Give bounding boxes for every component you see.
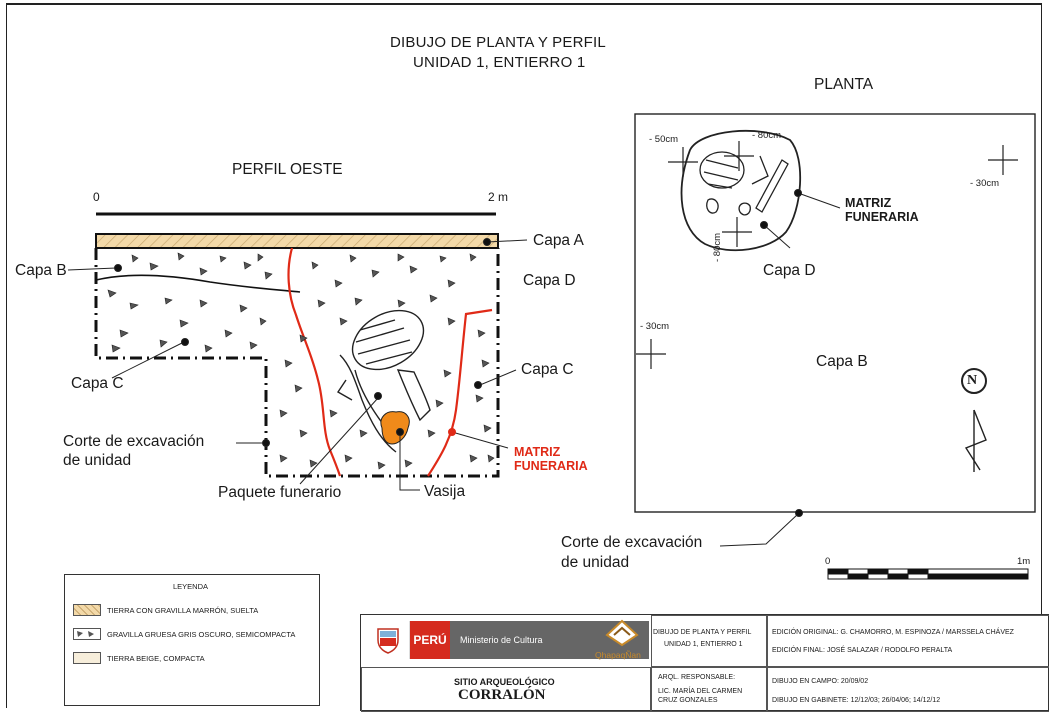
excavation-cut-outline xyxy=(94,248,500,478)
arql-line1: ARQL. RESPONSABLE: xyxy=(658,674,736,681)
dibujo-line2: UNIDAD 1, ENTIERRO 1 xyxy=(664,641,743,648)
depth-label-5: - 30cm xyxy=(640,321,670,332)
sitio-name: CORRALÓN xyxy=(458,687,546,703)
planta-scale-start: 0 xyxy=(825,556,831,567)
matriz-line-left xyxy=(287,247,342,477)
funerary-bundle xyxy=(337,309,431,453)
label-capa-c-right: Capa C xyxy=(521,361,574,378)
edicion-original: EDICIÓN ORIGINAL: G. CHAMORRO, M. ESPINO… xyxy=(772,629,1014,636)
peru-wordmark: PERÚ xyxy=(410,621,450,659)
title-block: PERÚ Ministerio de Cultura QhapaqÑan SIT… xyxy=(360,614,1049,712)
planta-unit-square xyxy=(634,113,1036,513)
qhapaq-logo: QhapaqÑan xyxy=(595,617,649,663)
depth-label-1: - 50cm xyxy=(649,134,679,145)
perfil-scale-end: 2 m xyxy=(488,190,509,204)
north-arrow xyxy=(961,368,987,472)
perfil-scale-start: 0 xyxy=(93,190,100,204)
perfil-leaders xyxy=(67,238,528,491)
planta-leaders xyxy=(719,189,841,547)
label-capa-a: Capa A xyxy=(533,232,584,249)
legend-swatch-3 xyxy=(73,652,101,664)
drawing-title-line1: DIBUJO DE PLANTA Y PERFIL xyxy=(390,34,606,51)
label-corte-perfil-1: Corte de excavación xyxy=(63,433,205,450)
label-vasija: Vasija xyxy=(424,483,466,500)
north-letter: N xyxy=(967,373,978,388)
legend-swatch-1 xyxy=(73,604,101,616)
capa-a-layer xyxy=(95,233,499,249)
legend-box: LEYENDA TIERRA CON GRAVILLA MARRÓN, SUEL… xyxy=(64,574,320,706)
arql-line3: CRUZ GONZALES xyxy=(658,697,718,704)
label-capa-d-planta: Capa D xyxy=(763,262,816,279)
legend-item-2: GRAVILLA GRUESA GRIS OSCURO, SEMICOMPACT… xyxy=(73,627,295,641)
sitio-label: SITIO ARQUEOLÓGICO xyxy=(454,677,555,687)
label-matriz-planta-1: MATRIZ xyxy=(845,196,892,210)
vasija-vessel xyxy=(380,411,410,445)
dibujo-gabinete: DIBUJO EN GABINETE: 12/12/03; 26/04/06; … xyxy=(772,697,941,704)
label-corte-perfil-2: de unidad xyxy=(63,452,132,469)
legend-label-2: GRAVILLA GRUESA GRIS OSCURO, SEMICOMPACT… xyxy=(107,629,296,639)
label-paquete: Paquete funerario xyxy=(218,484,342,501)
drawing-title-line2: UNIDAD 1, ENTIERRO 1 xyxy=(413,54,586,71)
label-matriz-planta-2: FUNERARIA xyxy=(845,210,919,224)
depth-label-4: - 80cm xyxy=(712,232,723,262)
planta-burial-pit xyxy=(680,129,802,252)
label-matriz-perfil-2: FUNERARIA xyxy=(514,459,588,473)
matriz-line-right xyxy=(427,308,493,477)
edicion-cell: EDICIÓN ORIGINAL: G. CHAMORRO, M. ESPINO… xyxy=(767,615,1049,667)
planta-datum-crosses xyxy=(636,141,1018,369)
legend-item-3: TIERRA BEIGE, COMPACTA xyxy=(73,651,205,665)
label-corte-planta-1: Corte de excavación xyxy=(561,534,703,551)
peru-shield-icon xyxy=(367,621,410,659)
drawing-frame xyxy=(6,3,1042,708)
dibujo-cell: DIBUJO DE PLANTA Y PERFIL UNIDAD 1, ENTI… xyxy=(651,615,767,667)
arql-cell: ARQL. RESPONSABLE: LIC. MARÍA DEL CARMEN… xyxy=(651,667,767,712)
label-capa-b-planta: Capa B xyxy=(816,353,868,370)
qhapaq-wordmark: QhapaqÑan xyxy=(595,650,641,660)
dibujo-line1: DIBUJO DE PLANTA Y PERFIL xyxy=(653,629,752,636)
label-capa-d: Capa D xyxy=(523,272,576,289)
legend-item-1: TIERRA CON GRAVILLA MARRÓN, SUELTA xyxy=(73,603,258,617)
label-matriz-perfil-1: MATRIZ xyxy=(514,445,561,459)
depth-label-2: - 80cm xyxy=(752,130,782,141)
dibujo-campo: DIBUJO EN CAMPO: 20/09/02 xyxy=(772,678,869,685)
sitio-cell: SITIO ARQUEOLÓGICO CORRALÓN xyxy=(361,667,651,712)
capa-b-boundary xyxy=(95,274,301,293)
planta-scale-end: 1m xyxy=(1017,556,1031,567)
planta-heading: PLANTA xyxy=(814,76,874,93)
fechas-cell: DIBUJO EN CAMPO: 20/09/02 DIBUJO EN GABI… xyxy=(767,667,1049,712)
label-capa-b: Capa B xyxy=(15,262,67,279)
legend-label-1: TIERRA CON GRAVILLA MARRÓN, SUELTA xyxy=(107,605,259,615)
planta-scale-bar xyxy=(827,568,1029,580)
perfil-heading: PERFIL OESTE xyxy=(232,161,343,178)
legend-label-3: TIERRA BEIGE, COMPACTA xyxy=(107,653,205,663)
depth-label-3: - 30cm xyxy=(970,178,1000,189)
arql-line2: LIC. MARÍA DEL CARMEN xyxy=(658,688,743,695)
edicion-final: EDICIÓN FINAL: JOSÉ SALAZAR / RODOLFO PE… xyxy=(772,647,953,654)
legend-swatch-2 xyxy=(73,628,101,640)
gravel-fill xyxy=(107,252,495,470)
label-corte-planta-2: de unidad xyxy=(561,554,630,571)
label-capa-c-left: Capa C xyxy=(71,375,124,392)
legend-title: LEYENDA xyxy=(173,582,209,591)
